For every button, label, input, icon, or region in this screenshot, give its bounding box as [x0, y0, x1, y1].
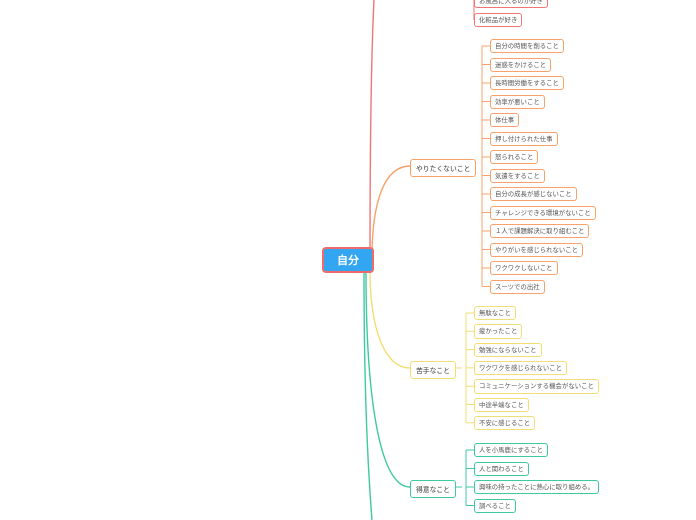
- dislike-item[interactable]: チャレンジできる環境がないこと: [490, 205, 596, 220]
- weak-item[interactable]: 中途半端なこと: [474, 397, 529, 412]
- good-item[interactable]: 人と関わること: [474, 461, 529, 476]
- dislike-item[interactable]: 怒られること: [490, 150, 539, 165]
- weak-item[interactable]: 無駄なこと: [474, 306, 516, 321]
- dislike-item[interactable]: 効率が悪いこと: [490, 94, 545, 109]
- dislike-item[interactable]: やりがいを感じられないこと: [490, 242, 584, 257]
- dislike-item[interactable]: 自分の時間を削ること: [490, 39, 564, 54]
- dislike-item[interactable]: スーツでの出社: [490, 279, 545, 294]
- weak-item[interactable]: 勉強にならないこと: [474, 342, 542, 357]
- weak-item[interactable]: コミュニケーションする機会がないこと: [474, 379, 599, 394]
- dislike-item[interactable]: 自分の成長が感じないこと: [490, 187, 577, 202]
- dislike-item[interactable]: 体仕事: [490, 113, 520, 128]
- dislike-item[interactable]: ワクワクしないこと: [490, 261, 558, 276]
- top-item[interactable]: お風呂に入るのが好き: [474, 0, 548, 9]
- weak-item[interactable]: ワクワクを感じられないこと: [474, 360, 568, 376]
- top-item[interactable]: 化粧品が好き: [474, 13, 523, 28]
- good-item[interactable]: 人を小馬鹿にすること: [474, 443, 548, 458]
- dislike-item[interactable]: 長時間労働をすること: [490, 76, 564, 91]
- weak-item[interactable]: 不安に感じること: [474, 415, 536, 431]
- category-good[interactable]: 得意なこと: [410, 480, 456, 498]
- category-weak[interactable]: 苦手なこと: [410, 361, 456, 379]
- good-item[interactable]: 興味の持ったことに熱心に取り組める。: [474, 480, 600, 495]
- dislike-item[interactable]: １人で課題解決に取り組むこと: [490, 224, 590, 239]
- good-item[interactable]: 調べること: [474, 498, 516, 513]
- dislike-item[interactable]: 気遣をすること: [490, 168, 545, 183]
- root-node[interactable]: 自分: [322, 247, 374, 273]
- dislike-item[interactable]: 押し付けられた仕事: [490, 131, 558, 146]
- weak-item[interactable]: 疲かったこと: [474, 324, 523, 339]
- category-dislike[interactable]: やりたくないこと: [410, 159, 477, 177]
- dislike-item[interactable]: 迷惑をかけること: [490, 57, 552, 72]
